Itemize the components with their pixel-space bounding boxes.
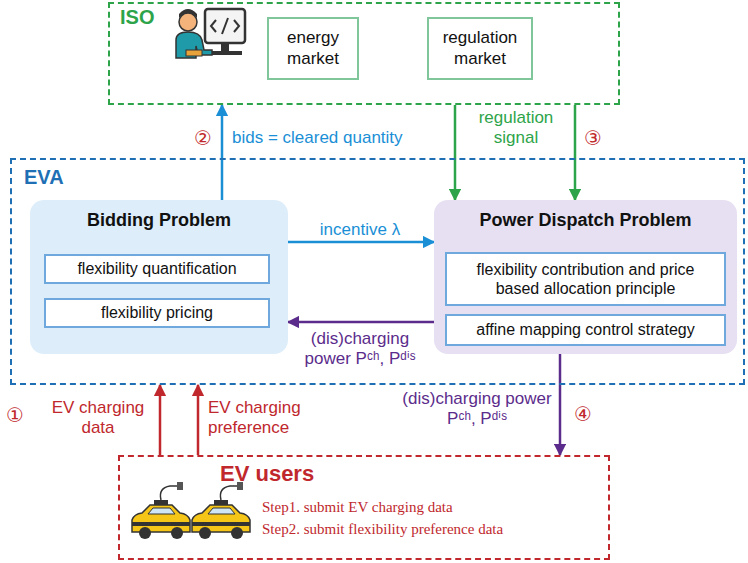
node-title: ISO: [120, 6, 154, 29]
connector-arrow: [288, 241, 434, 244]
method-box: affine mapping control strategy: [445, 314, 726, 346]
edge-label: (dis)charging power Pᶜʰ, Pᵈⁱˢ: [402, 389, 552, 428]
connector-arrow: [221, 105, 224, 200]
node-title: EV users: [220, 461, 314, 487]
edge-label: regulation signal: [466, 108, 566, 147]
process-box: Power Dispatch Problem flexibility contri…: [434, 200, 737, 354]
edge-label: EV charging data: [42, 398, 154, 437]
callout-number: ③: [584, 127, 602, 150]
iso-group: ISO energy market regulation market: [108, 2, 620, 105]
node-title: flexibility quantification: [77, 259, 236, 278]
node-title: Power Dispatch Problem: [434, 210, 737, 231]
edge-label: EV charging preference: [208, 398, 326, 437]
car-icon: [192, 482, 250, 539]
market-box: regulation market: [427, 17, 533, 80]
method-box: flexibility contribution and price based…: [445, 252, 726, 306]
node-title: flexibility pricing: [101, 303, 213, 322]
node-title: Bidding Problem: [30, 210, 288, 231]
node-title: energy market: [275, 28, 351, 69]
edge-label: incentive λ: [298, 220, 422, 240]
callout-number: ④: [574, 403, 592, 426]
callout-number: ②: [194, 127, 212, 150]
user-group: EV usersStep1. submit EV charging dataSt…: [118, 455, 610, 560]
edge-label: bids = cleared quantity: [232, 128, 452, 148]
connector-arrow: [574, 105, 577, 200]
connector-arrow: [159, 385, 162, 455]
node-title: affine mapping control strategy: [476, 320, 695, 339]
edge-label: (dis)charging power Pᶜʰ, Pᵈⁱˢ: [290, 329, 430, 368]
connector-arrow: [454, 105, 457, 200]
market-box: energy market: [267, 17, 359, 80]
connector-arrow: [559, 354, 562, 455]
connector-arrow: [197, 385, 200, 455]
method-box: flexibility pricing: [44, 298, 270, 328]
node-title: EVA: [24, 166, 64, 189]
car-icon: [132, 482, 190, 539]
method-box: flexibility quantification: [44, 254, 270, 284]
node-title: regulation market: [435, 28, 525, 69]
callout-number: ①: [6, 404, 24, 427]
node-title: flexibility contribution and price based…: [453, 260, 718, 298]
node-note: Step2. submit flexibility preference dat…: [262, 521, 503, 538]
node-note: Step1. submit EV charging data: [262, 499, 453, 516]
operator-icon: [176, 9, 245, 58]
process-box: Bidding Problem flexibility quantificatio…: [30, 200, 288, 354]
connector-arrow: [288, 321, 434, 324]
